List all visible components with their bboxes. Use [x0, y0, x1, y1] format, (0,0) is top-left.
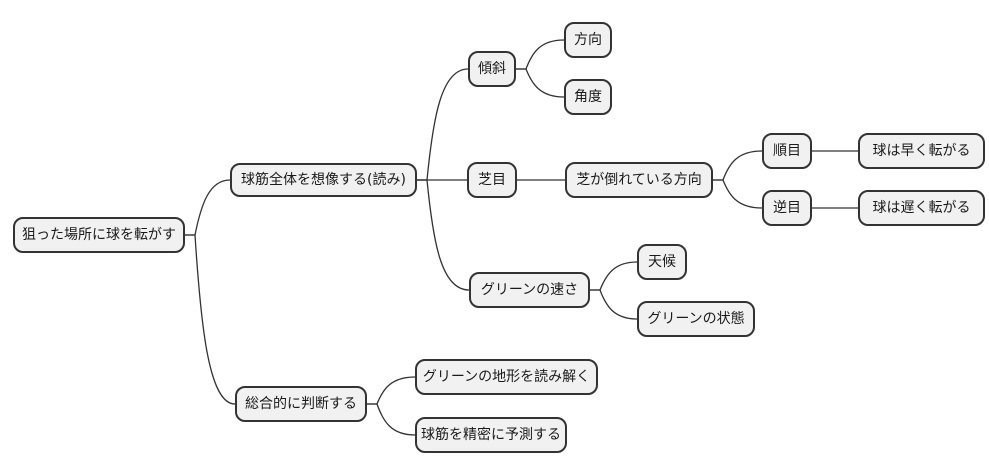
edge-imagine-slope: [417, 68, 469, 181]
edge-judge-predict: [367, 403, 416, 436]
node-slope: 傾斜: [468, 51, 516, 87]
node-with-grain: 順目: [762, 133, 812, 169]
edge-judge-read-terrain: [367, 376, 416, 405]
node-angle: 角度: [564, 79, 612, 115]
node-predict-trajectory: 球筋を精密に予測する: [415, 417, 567, 453]
edge-slope-angle: [516, 68, 565, 98]
node-rolls-fast: 球は早く転がる: [858, 133, 985, 169]
edge-grain-direction-against-grain: [713, 179, 763, 209]
node-green-speed: グリーンの速さ: [469, 272, 590, 308]
node-grain: 芝目: [467, 162, 517, 198]
node-read-terrain: グリーンの地形を読み解く: [415, 359, 598, 395]
node-weather: 天候: [637, 244, 687, 280]
node-judge-comprehensively: 総合的に判断する: [235, 386, 367, 422]
node-green-condition: グリーンの状態: [637, 301, 755, 337]
edge-root-judge: [185, 234, 236, 405]
node-root: 狙った場所に球を転がす: [13, 217, 185, 253]
node-rolls-slow: 球は遅く転がる: [858, 190, 985, 226]
edge-green-speed-green-condition: [590, 289, 638, 320]
edge-imagine-green-speed: [417, 179, 470, 291]
edge-green-speed-weather: [590, 261, 638, 291]
edge-grain-direction-with-grain: [713, 150, 763, 181]
node-against-grain: 逆目: [762, 190, 812, 226]
node-imagine-trajectory: 球筋全体を想像する(読み): [230, 163, 417, 197]
edge-root-imagine: [185, 179, 231, 236]
node-direction: 方向: [564, 22, 612, 58]
edge-slope-direction: [516, 39, 565, 70]
node-grain-direction: 芝が倒れている方向: [565, 162, 713, 198]
